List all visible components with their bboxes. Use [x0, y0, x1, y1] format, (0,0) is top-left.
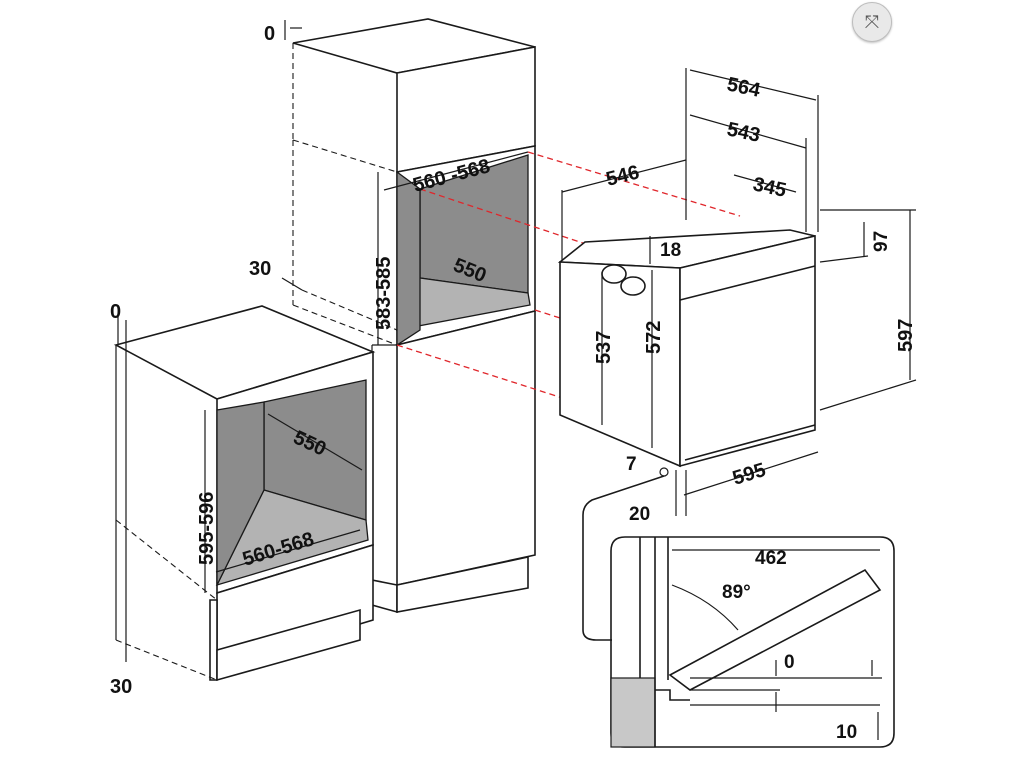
label-base-bottom-gap: 30: [110, 676, 132, 698]
label-oven-width: 595: [730, 459, 768, 490]
label-oven-panel-height: 97: [871, 231, 892, 252]
label-oven-body-height: 537: [593, 331, 615, 364]
label-oven-front-height: 572: [643, 321, 665, 354]
label-tall-top-gap: 0: [264, 23, 275, 45]
oven: [557, 68, 917, 516]
expand-arrows-icon: ⤧: [864, 12, 880, 32]
label-oven-rear: 345: [751, 173, 788, 201]
expand-button[interactable]: ⤧: [852, 2, 892, 42]
label-oven-depth-total: 564: [725, 73, 763, 102]
label-oven-total-height: 597: [895, 319, 917, 352]
label-oven-bottom-gap: 7: [626, 454, 637, 475]
label-oven-depth-body: 543: [725, 118, 762, 146]
label-door-angle: 89°: [722, 582, 751, 603]
tall-cabinet: [281, 18, 536, 614]
label-tall-mid-gap: 30: [249, 258, 271, 280]
label-oven-depth-side: 546: [604, 161, 642, 190]
label-tall-niche-height: 583-585: [373, 257, 395, 330]
label-oven-front-depth: 20: [629, 504, 650, 525]
label-base-niche-height: 595-596: [196, 492, 218, 565]
label-door-gap-top: 0: [784, 652, 795, 673]
label-base-top-gap: 0: [110, 301, 121, 323]
base-cabinet: [113, 305, 376, 682]
door-detail-callout: [582, 475, 895, 748]
alignment-lines: [396, 151, 741, 411]
label-door-gap-bottom: 10: [836, 722, 857, 743]
label-oven-top-offset: 18: [660, 240, 681, 261]
label-door-depth: 462: [755, 548, 787, 569]
